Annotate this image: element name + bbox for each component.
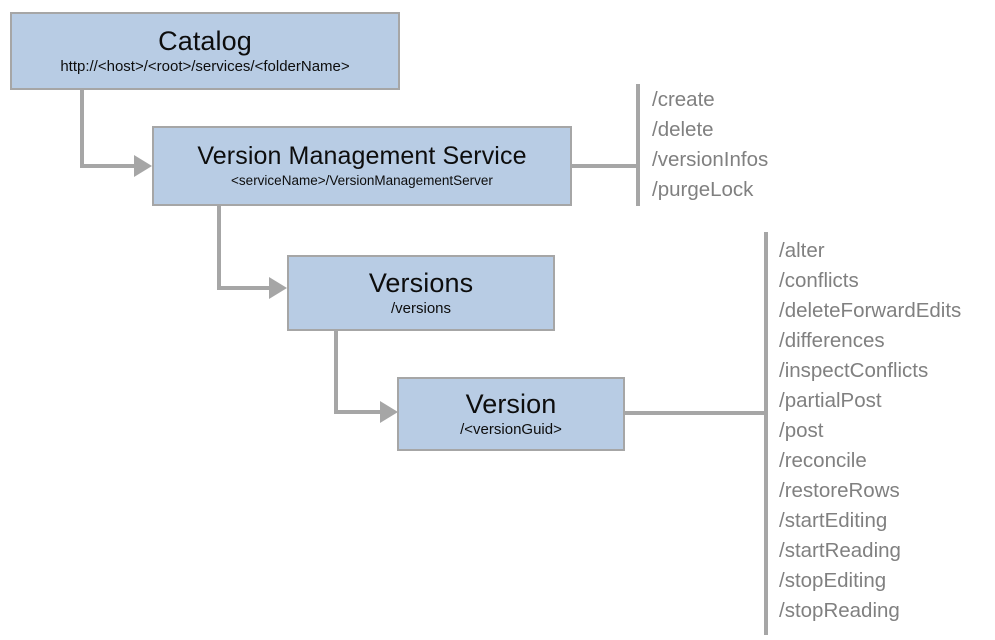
endpoint-item[interactable]: /reconcile <box>779 449 867 472</box>
node-versions-title: Versions <box>368 267 474 298</box>
endpoint-item[interactable]: /partialPost <box>779 389 882 412</box>
arrowhead-vms-to-versions <box>269 277 287 299</box>
connector-version-to-operations-line <box>625 411 766 415</box>
endpoint-item[interactable]: /differences <box>779 329 885 352</box>
bracket-version-operations <box>764 232 768 635</box>
endpoint-item[interactable]: /create <box>652 88 715 111</box>
node-version-management-service[interactable]: Version Management Service <serviceName>… <box>152 126 572 206</box>
endpoint-item[interactable]: /alter <box>779 239 825 262</box>
bracket-vms-operations <box>636 84 640 206</box>
connector-vms-to-versions-horizontal <box>217 286 270 290</box>
connector-versions-to-version-horizontal <box>334 410 381 414</box>
arrowhead-versions-to-version <box>380 401 398 423</box>
connector-catalog-to-vms-vertical <box>80 90 84 166</box>
node-version-management-service-path: <serviceName>/VersionManagementServer <box>231 172 493 188</box>
arrowhead-catalog-to-vms <box>134 155 152 177</box>
endpoint-item[interactable]: /restoreRows <box>779 479 900 502</box>
endpoint-item[interactable]: /delete <box>652 118 714 141</box>
endpoint-item[interactable]: /conflicts <box>779 269 859 292</box>
endpoint-item[interactable]: /purgeLock <box>652 178 754 201</box>
endpoint-item[interactable]: /startReading <box>779 539 901 562</box>
endpoint-item[interactable]: /inspectConflicts <box>779 359 929 382</box>
endpoint-item[interactable]: /stopReading <box>779 599 900 622</box>
node-version-title: Version <box>465 388 557 419</box>
endpoint-list-version-management-service: /create/delete/versionInfos/purgeLock <box>652 85 768 205</box>
node-versions-path: /versions <box>390 300 452 318</box>
node-version[interactable]: Version /<versionGuid> <box>397 377 625 451</box>
endpoint-item[interactable]: /startEditing <box>779 509 888 532</box>
node-catalog-path: http://<host>/<root>/services/<folderNam… <box>60 58 350 76</box>
node-version-management-service-title: Version Management Service <box>197 142 527 171</box>
connector-catalog-to-vms-horizontal <box>80 164 135 168</box>
connector-versions-to-version-vertical <box>334 331 338 412</box>
node-catalog[interactable]: Catalog http://<host>/<root>/services/<f… <box>10 12 400 90</box>
node-version-path: /<versionGuid> <box>460 421 562 439</box>
connector-vms-to-operations-line <box>572 164 638 168</box>
node-catalog-title: Catalog <box>158 25 252 56</box>
node-versions[interactable]: Versions /versions <box>287 255 555 331</box>
endpoint-list-version: /alter/conflicts/deleteForwardEdits/diff… <box>779 236 961 626</box>
endpoint-item[interactable]: /versionInfos <box>652 148 769 171</box>
endpoint-item[interactable]: /post <box>779 419 824 442</box>
endpoint-item[interactable]: /stopEditing <box>779 569 887 592</box>
endpoint-item[interactable]: /deleteForwardEdits <box>779 299 962 322</box>
connector-vms-to-versions-vertical <box>217 206 221 288</box>
